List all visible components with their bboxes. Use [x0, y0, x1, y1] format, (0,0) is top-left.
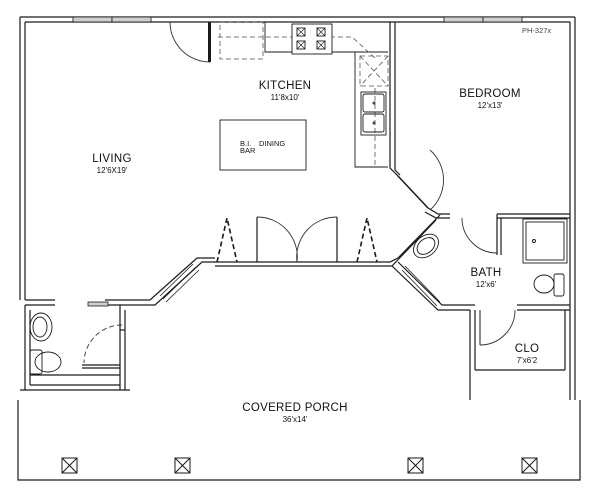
porch-post-4 [521, 457, 538, 474]
door-living-entry [169, 21, 211, 63]
shower [522, 218, 568, 264]
door-french-right [296, 216, 338, 263]
door-half-bath [83, 324, 123, 364]
half-bath-sink [29, 312, 53, 342]
bath-dim: 12'x6' [475, 279, 497, 289]
room-label-kitchen: KITCHEN 11'8x10' [240, 80, 330, 102]
window-living-2 [111, 16, 152, 23]
door-closet [479, 309, 516, 346]
bedroom-name: BEDROOM [459, 88, 521, 100]
kitchen-name: KITCHEN [258, 80, 312, 92]
porch-post-2 [174, 457, 191, 474]
bar-line2: BAR [240, 146, 256, 156]
dining-bar-label-dining: DINING [259, 139, 286, 148]
bedroom-bottom-wall [427, 207, 450, 215]
bath-toilet [533, 274, 555, 294]
kitchen-sink [360, 91, 387, 136]
bar-line1: B.I. [240, 139, 252, 148]
window-small-left [87, 301, 109, 307]
living-dim: 12'6X19' [96, 165, 128, 175]
half-bath-toilet [34, 351, 62, 373]
closet-dim: 7'x6'2 [516, 355, 538, 365]
bath-angled-wall [391, 265, 470, 311]
bedroom-dim: 12'x13' [477, 100, 503, 110]
room-label-bath: BATH 12'x6' [460, 267, 512, 289]
plan-id: PH-327x [522, 26, 552, 35]
dining-bar-label-bi: B.I. BAR [240, 139, 256, 156]
door-bath [461, 217, 498, 254]
porch-dim: 36'x14' [282, 414, 308, 424]
window-bedroom-2 [482, 16, 523, 23]
bedroom-door-wall [396, 174, 429, 209]
south-wall-mid [105, 261, 215, 306]
kitchen-bedroom-wall-2 [394, 22, 401, 176]
room-label-bedroom: BEDROOM 12'x13' [440, 88, 540, 110]
closet-name: CLO [514, 343, 540, 355]
south-wall-center [215, 257, 399, 263]
living-name: LIVING [92, 153, 132, 165]
porch-outline [17, 400, 581, 481]
room-label-living: LIVING 12'6X19' [72, 153, 152, 175]
south-wall-right [397, 214, 441, 259]
dining-bar [219, 119, 307, 171]
porch-post-1 [61, 457, 78, 474]
door-bedroom [429, 149, 444, 211]
kitchen-bedroom-wall [389, 22, 398, 176]
door-french-left [256, 216, 298, 263]
dishwasher [359, 55, 389, 87]
bath-name: BATH [470, 267, 502, 279]
window-bedroom-1 [443, 16, 484, 23]
room-label-closet: CLO 7'x6'2 [502, 343, 552, 365]
porch-post-3 [407, 457, 424, 474]
room-label-porch: COVERED PORCH 36'x14' [225, 402, 365, 424]
bath-sink [413, 233, 439, 259]
kitchen-dim: 11'8x10' [270, 92, 300, 102]
window-living-1 [72, 16, 113, 23]
porch-name: COVERED PORCH [242, 402, 348, 414]
